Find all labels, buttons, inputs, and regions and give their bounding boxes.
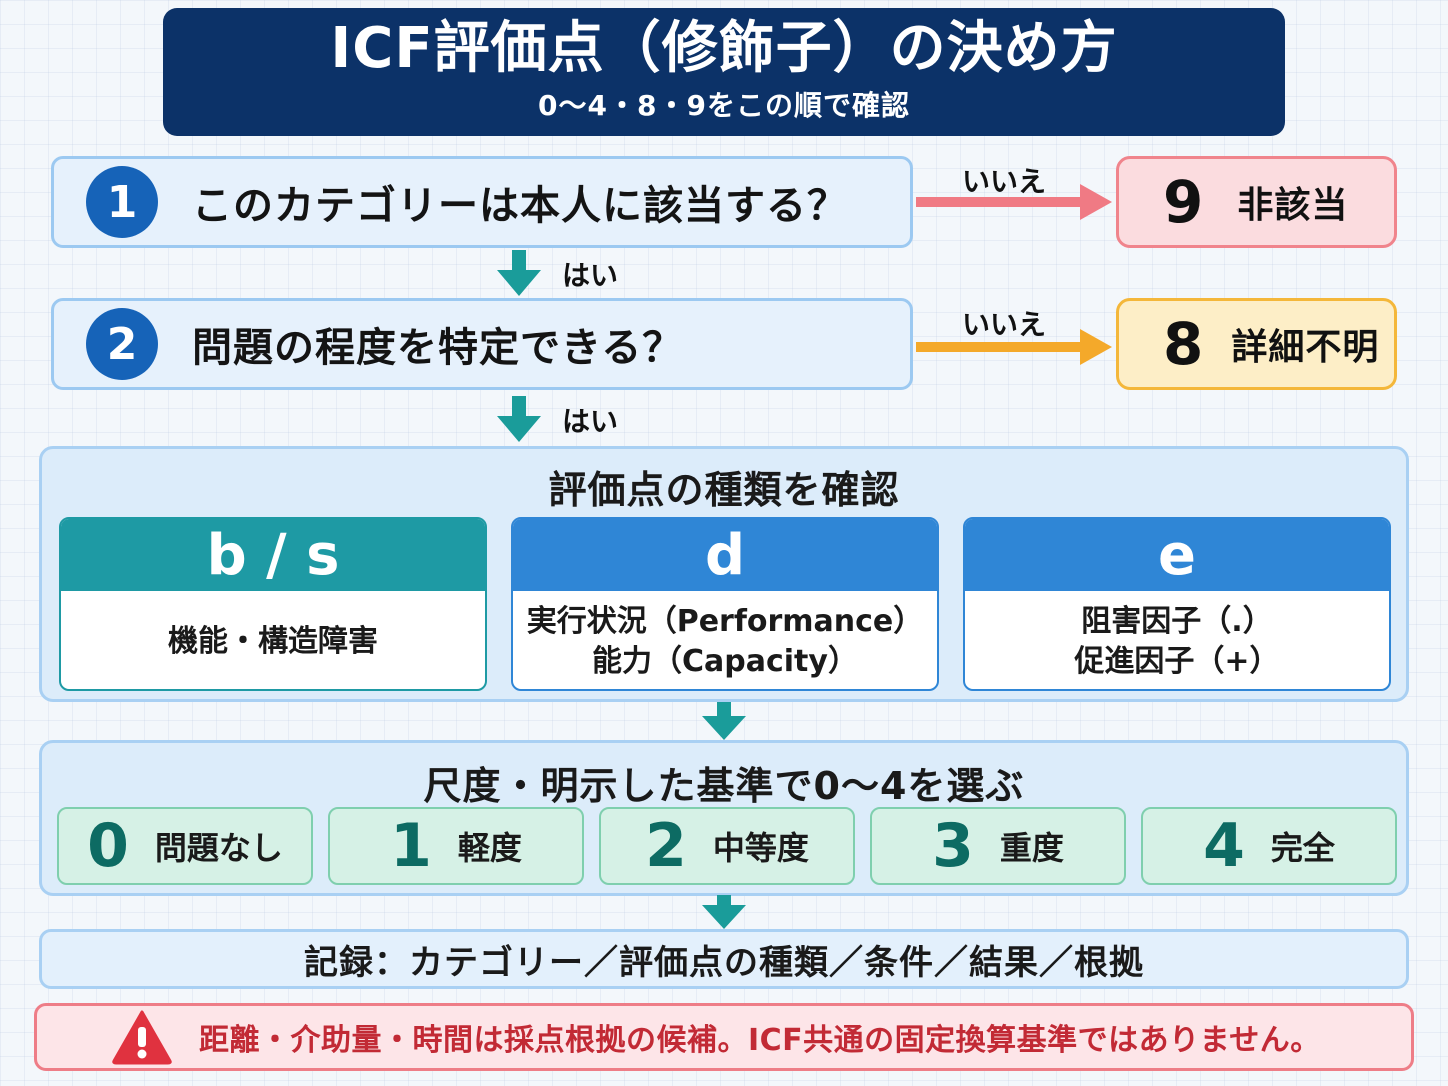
scale-level-value: 3 (932, 811, 974, 881)
scale-panel: 尺度・明示した基準で0～4を選ぶ 0 問題なし 1 軽度 2 中等度 3 重度 … (39, 740, 1409, 896)
question-2-box: 2 問題の程度を特定できる？ (51, 298, 913, 390)
scale-level-label: 重度 (999, 829, 1064, 867)
yes-label-1: はい (562, 259, 619, 292)
arrow-down-icon (702, 895, 746, 929)
scale-level-label: 問題なし (154, 829, 283, 867)
no-label-1: いいえ (962, 165, 1047, 198)
scale-level-label: 完全 (1270, 829, 1335, 867)
result-8-code: 8 (1163, 310, 1204, 378)
question-2-number: 2 (86, 308, 158, 380)
type-card-d-line-2: 能力（Capacity） (592, 644, 858, 679)
result-9-label: 非該当 (1237, 185, 1349, 226)
no-label-2: いいえ (962, 308, 1047, 341)
question-1-box: 1 このカテゴリーは本人に該当する？ (51, 156, 913, 248)
question-2-text: 問題の程度を特定できる？ (192, 325, 684, 371)
type-card-e-body: 阻害因子（.） 促進因子（+） (965, 591, 1389, 689)
scale-level-3: 3 重度 (870, 807, 1126, 885)
result-8-box: 8 詳細不明 (1116, 298, 1397, 390)
scale-level-2: 2 中等度 (599, 807, 855, 885)
warning-icon (112, 1010, 172, 1065)
page-title: ICF評価点（修飾子）の決め方 (330, 15, 1118, 81)
scale-title: 尺度・明示した基準で0～4を選ぶ (423, 764, 1025, 808)
scale-level-value: 2 (645, 811, 687, 881)
arrow-down-icon (702, 702, 746, 740)
arrow-right-icon (916, 184, 1112, 220)
type-card-e-line-1: 阻害因子（.） (1081, 603, 1273, 639)
scale-level-value: 1 (390, 811, 432, 881)
arrow-down-icon (497, 396, 541, 442)
yes-label-2: はい (562, 405, 619, 438)
scale-level-value: 4 (1203, 811, 1245, 881)
type-card-e-head: e (965, 519, 1389, 591)
header-banner: ICF評価点（修飾子）の決め方 0～4・8・9をこの順で確認 (163, 8, 1285, 136)
question-1-text: このカテゴリーは本人に該当する？ (192, 183, 848, 229)
page-subtitle: 0～4・8・9をこの順で確認 (538, 89, 910, 123)
type-card-d-body: 実行状況（Performance） 能力（Capacity） (513, 591, 937, 689)
warning-box: 距離・介助量・時間は採点根拠の候補。ICF共通の固定換算基準ではありません。 (34, 1003, 1414, 1071)
question-1-number: 1 (86, 166, 158, 238)
result-9-code: 9 (1163, 168, 1204, 236)
type-card-bs-body: 機能・構造障害 (61, 591, 485, 689)
scale-level-value: 0 (87, 811, 129, 881)
result-8-label: 詳細不明 (1231, 327, 1380, 368)
type-card-e: e 阻害因子（.） 促進因子（+） (963, 517, 1391, 691)
type-card-e-line-2: 促進因子（+） (1074, 644, 1280, 679)
arrow-right-icon (916, 329, 1112, 365)
scale-level-4: 4 完全 (1141, 807, 1397, 885)
arrow-down-icon (497, 250, 541, 296)
scale-level-0: 0 問題なし (57, 807, 313, 885)
type-card-bs: b / s 機能・構造障害 (59, 517, 487, 691)
type-card-d-line-1: 実行状況（Performance） (526, 603, 924, 639)
types-panel: 評価点の種類を確認 b / s 機能・構造障害 d 実行状況（Performan… (39, 446, 1409, 702)
type-card-bs-head: b / s (61, 519, 485, 591)
type-card-d: d 実行状況（Performance） 能力（Capacity） (511, 517, 939, 691)
type-card-bs-line: 機能・構造障害 (168, 623, 378, 659)
warning-text: 距離・介助量・時間は採点根拠の候補。ICF共通の固定換算基準ではありません。 (199, 1023, 1321, 1058)
result-9-box: 9 非該当 (1116, 156, 1397, 248)
record-note: 記録：カテゴリー／評価点の種類／条件／結果／根拠 (39, 929, 1409, 989)
scale-level-label: 軽度 (457, 829, 522, 867)
scale-level-label: 中等度 (712, 829, 809, 867)
types-title: 評価点の種類を確認 (548, 468, 900, 512)
scale-level-1: 1 軽度 (328, 807, 584, 885)
type-card-d-head: d (513, 519, 937, 591)
